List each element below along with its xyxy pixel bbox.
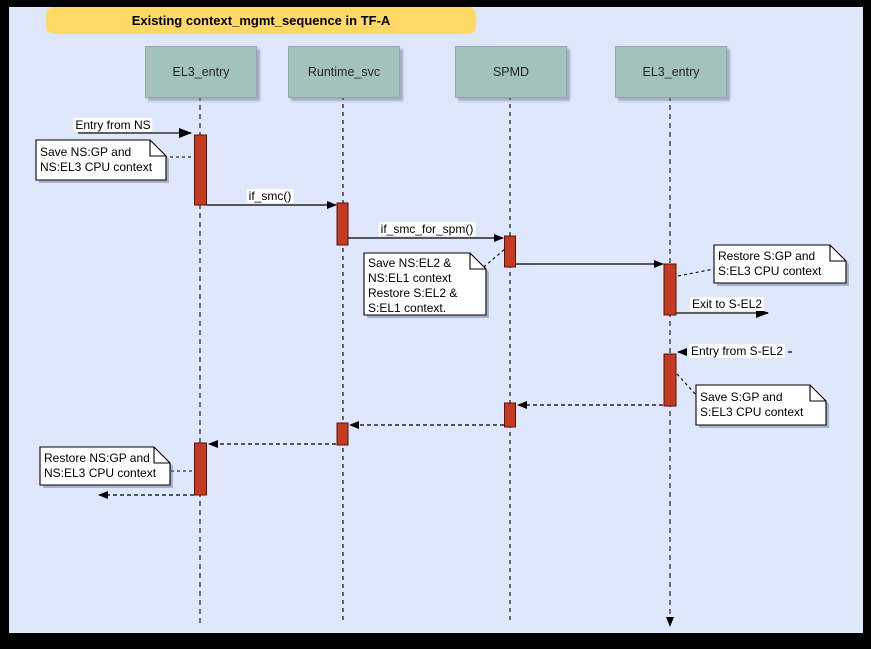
message-label-entry-from-ns: Entry from NS bbox=[73, 118, 153, 132]
lifeline-head-el3-entry-1: EL3_entry bbox=[145, 46, 257, 98]
activation-bars bbox=[194, 134, 677, 496]
lifeline-label: SPMD bbox=[492, 65, 530, 79]
call-arrows bbox=[78, 128, 769, 318]
activation-spmd-a bbox=[504, 235, 516, 268]
message-label-entry-from-sel2: Entry from S-EL2 bbox=[688, 344, 786, 358]
connector-note-restore-s-gp bbox=[677, 268, 715, 277]
notes bbox=[35, 139, 849, 488]
message-label-if-smc-for-spm: if_smc_for_spm() bbox=[378, 222, 476, 236]
lifeline-label: EL3_entry bbox=[172, 65, 230, 79]
note-save-ns-gp bbox=[35, 139, 169, 183]
activation-el3-1-a bbox=[194, 134, 207, 206]
diagram-canvas bbox=[9, 7, 863, 633]
message-label-exit-to-sel2: Exit to S-EL2 bbox=[689, 297, 765, 311]
lifeline-label: Runtime_svc bbox=[307, 65, 381, 79]
note-text-save-ns-gp: Save NS:GP and NS:EL3 CPU context bbox=[40, 145, 153, 174]
note-save-s-gp bbox=[695, 384, 829, 428]
note-text-save-ns-el2: Save NS:EL2 & NS:EL1 context Restore S:E… bbox=[368, 256, 458, 315]
lifeline-head-runtime-svc: Runtime_svc bbox=[288, 46, 400, 98]
activation-el3-1-b bbox=[194, 442, 207, 496]
lifeline-head-spmd: SPMD bbox=[455, 46, 567, 98]
activation-spmd-b bbox=[504, 402, 516, 428]
lifeline-label: EL3_entry bbox=[642, 65, 700, 79]
note-save-ns-el2 bbox=[363, 252, 489, 318]
note-text-restore-s-gp: Restore S:GP and S:EL3 CPU context bbox=[718, 249, 822, 278]
note-text-save-s-gp: Save S:GP and S:EL3 CPU context bbox=[700, 390, 804, 419]
activation-runtime-a bbox=[336, 202, 349, 246]
message-label-if-smc: if_smc() bbox=[246, 189, 294, 203]
note-restore-s-gp bbox=[713, 244, 849, 286]
lifelines bbox=[199, 96, 674, 627]
lifeline-head-el3-entry-2: EL3_entry bbox=[615, 46, 727, 98]
note-restore-ns-gp bbox=[39, 446, 173, 488]
activation-el3-2-b bbox=[663, 353, 677, 407]
activation-runtime-b bbox=[336, 422, 349, 446]
diagram-title: Existing context_mgmt_sequence in TF-A bbox=[131, 13, 391, 28]
title-banner: Existing context_mgmt_sequence in TF-A bbox=[46, 7, 476, 34]
connector-note-save-s-gp bbox=[676, 373, 698, 397]
activation-el3-2-a bbox=[663, 263, 677, 316]
note-text-restore-ns-gp: Restore NS:GP and NS:EL3 CPU context bbox=[44, 451, 157, 480]
